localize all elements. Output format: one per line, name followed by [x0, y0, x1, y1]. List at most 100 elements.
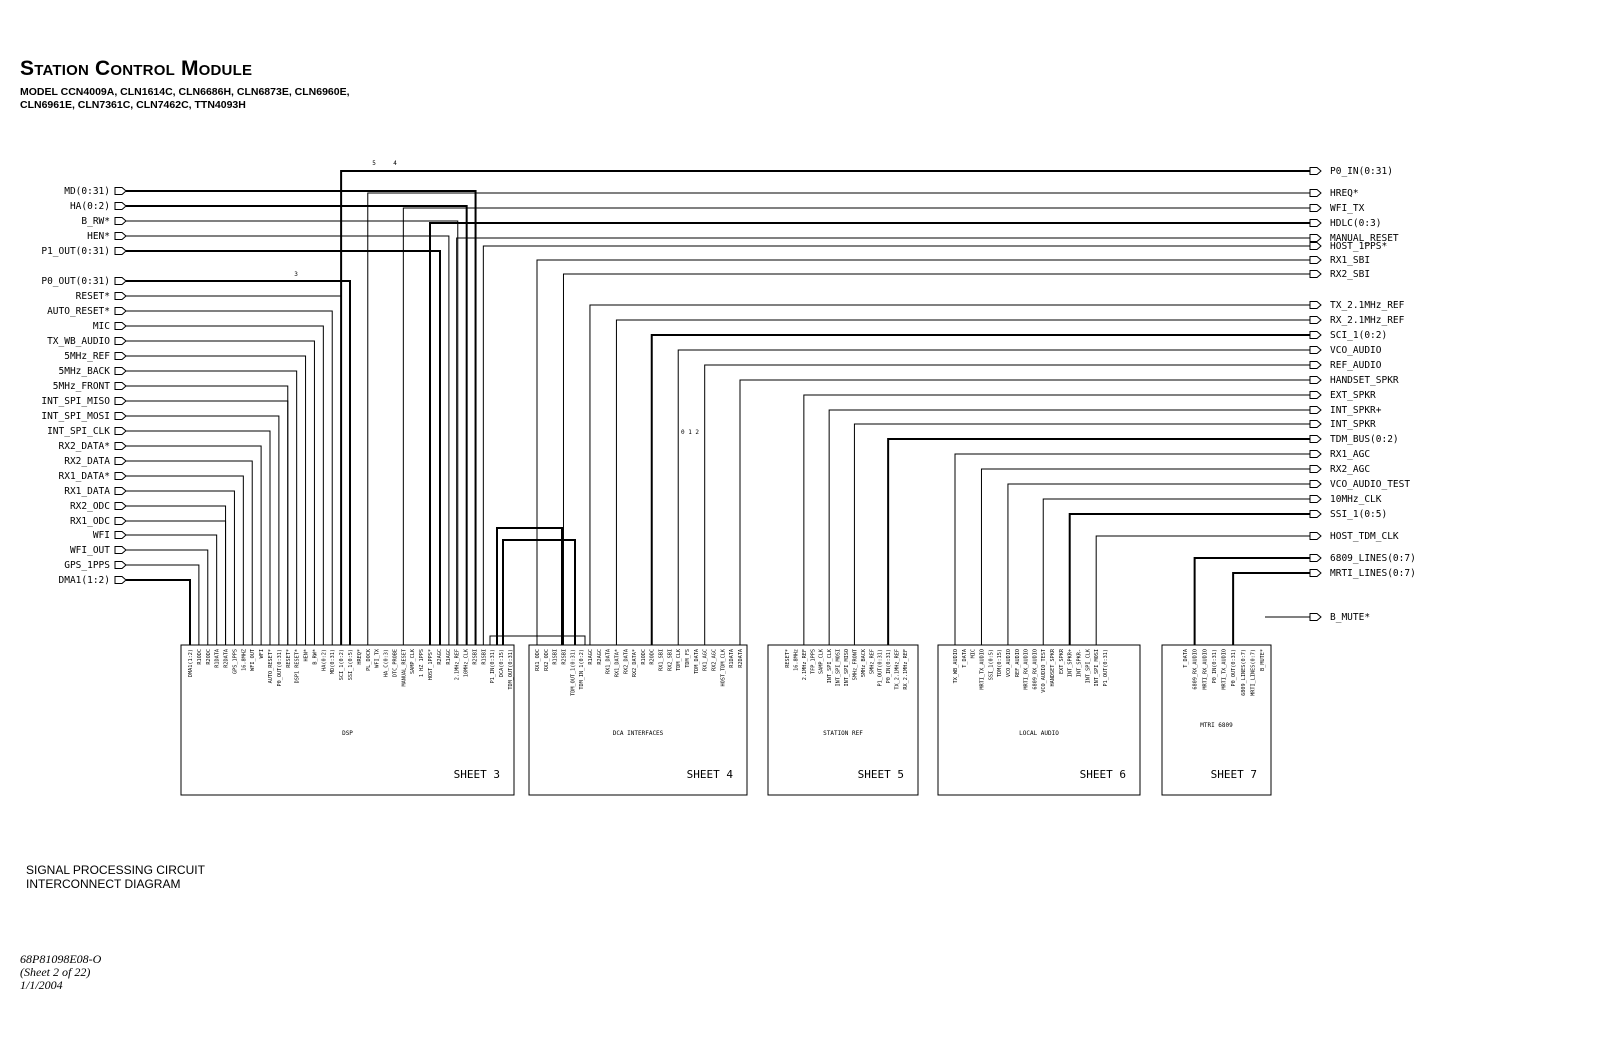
pin-label: HA(0:2): [321, 649, 327, 671]
input-signal-label: RX1_DATA*: [59, 471, 110, 482]
output-signal-label: RX1_AGC: [1330, 449, 1370, 460]
wire-int-spkr-: [828, 409, 1310, 645]
block-dsp: [180, 644, 515, 796]
doc-number: 68P81098E08-O: [20, 952, 102, 966]
pin-label: RX1_AGC: [703, 649, 709, 671]
block-name: DSP: [342, 730, 353, 737]
output-signal-label: INT_SPKR+: [1330, 405, 1382, 416]
output-signal-label: EXT_SPKR: [1330, 390, 1376, 401]
pin-label: PL_DOCK: [366, 648, 372, 671]
pin-label: RX2_AGC: [712, 649, 718, 671]
wire-wfi-out: [126, 549, 209, 645]
output-signal-label: SSI_1(0:5): [1330, 509, 1387, 520]
pin-label: GPS_1PPS: [232, 649, 238, 674]
pin-label: TDM_IN_1(0:2): [579, 649, 585, 690]
pin-label: EXT_SPKR: [1059, 648, 1065, 674]
pin-label: RX2_ODC: [544, 649, 550, 671]
wire-ref-audio: [704, 364, 1310, 645]
wire-p0-in-0-31-: [340, 170, 1310, 645]
block-name: STATION REF: [823, 730, 863, 737]
wire-5mhz-ref: [126, 355, 307, 645]
block-dca-interfaces: [528, 644, 748, 796]
connector-arrow-icon: [114, 397, 127, 405]
pin-label: RX1_DATA*: [614, 649, 620, 677]
pin-label: RX2_DATA: [623, 648, 629, 674]
output-signal-label: MANUAL_RESET: [1330, 233, 1399, 244]
wire-rx-2-1mhz-ref: [615, 319, 1310, 645]
pin-label: HA_C(0:3): [384, 649, 390, 677]
internal-bus: [496, 527, 563, 645]
pin-label: SAMP_CLK: [819, 648, 825, 674]
wire-tdm-bus-0-2-: [887, 438, 1310, 645]
pin-label: 6809_RX_AUDIO: [1193, 649, 1199, 690]
bus-marker: 3: [294, 271, 298, 278]
pin-label: SAMP_CLK: [410, 648, 416, 674]
connector-arrow-icon: [1309, 331, 1322, 339]
connector-arrow-icon: [1309, 480, 1322, 488]
output-signal-label: INT_SPKR: [1330, 419, 1376, 430]
connector-arrow-icon: [1309, 189, 1322, 197]
pin-label: P1_IN(0:31): [490, 649, 496, 683]
output-signal-label: 6809_LINES(0:7): [1330, 553, 1416, 564]
pin-label: R1AGC: [446, 649, 452, 665]
connector-arrow-icon: [1309, 301, 1322, 309]
pin-label: 16.8MHz: [793, 649, 799, 671]
pin-label: HEN*: [304, 649, 310, 662]
pin-label: R2DATA: [738, 648, 744, 668]
pin-label: RX1_ODC: [535, 649, 541, 671]
pin-label: HOST_TDM_CLK: [720, 648, 726, 686]
block-name: LOCAL AUDIO: [1019, 730, 1059, 737]
output-signal-label: 10MHz_CLK: [1330, 494, 1382, 505]
input-signal-label: 5MHz_REF: [64, 351, 110, 362]
connector-arrow-icon: [114, 217, 127, 225]
models-line-2: CLN6961E, CLN7361C, CLN7462C, TTN4093H: [20, 99, 246, 111]
pin-label: RX2_SBI: [667, 649, 673, 671]
pin-label: INT_SPKR-: [1077, 649, 1083, 677]
page-title: Station Control Module: [20, 57, 252, 81]
pin-label: R2AGC: [437, 649, 443, 665]
wire-rx1-sbi: [536, 259, 1310, 645]
input-signal-label: 5MHz_FRONT: [53, 381, 110, 392]
pin-label: WFI: [259, 649, 265, 658]
pin-label: HREQ*: [357, 649, 363, 665]
input-signal-label: MD(0:31): [64, 186, 110, 197]
connector-arrow-icon: [114, 187, 127, 195]
input-signal-label: HA(0:2): [70, 201, 110, 212]
connector-arrow-icon: [114, 232, 127, 240]
pin-label: 2.1MHz_REF: [455, 649, 461, 680]
connector-arrow-icon: [1309, 613, 1322, 621]
pin-label: B_RW*: [312, 649, 318, 665]
pin-label: WFI_OUT: [250, 649, 256, 671]
connector-arrow-icon: [114, 307, 127, 315]
pin-label: R1SBI: [481, 649, 487, 665]
wire-rx2-agc: [980, 468, 1310, 645]
wire-b-rw-: [126, 220, 459, 645]
pin-label: R2SBI: [561, 649, 567, 665]
pin-label: REF_AUDIO: [1015, 649, 1021, 677]
wire-mrti-lines-0-7-: [1232, 572, 1310, 645]
doc-date: 1/1/2004: [20, 978, 63, 992]
pin-label: AUTO_RESET*: [268, 649, 274, 683]
input-signal-label: P1_OUT(0:31): [41, 246, 110, 257]
input-signal-label: DMA1(1:2): [59, 575, 110, 586]
input-signal-label: AUTO_RESET*: [47, 306, 110, 317]
wire-int-spi-clk: [126, 430, 271, 645]
caption-line-1: SIGNAL PROCESSING CIRCUIT: [26, 863, 205, 877]
pin-label: TDM_CLK: [676, 648, 682, 671]
connector-arrow-icon: [114, 247, 127, 255]
pin-label: 10MHz_CLK: [464, 648, 470, 677]
wire-auto-reset-: [126, 310, 333, 645]
output-signal-label: HANDSET_SPKR: [1330, 375, 1399, 386]
connector-arrow-icon: [114, 576, 127, 584]
wire-md-0-31-: [126, 190, 477, 645]
wire-p0-out-0-31-: [126, 280, 351, 645]
pin-label: SCI_1(0:2): [339, 649, 345, 680]
pin-label: TX_WB_AUDIO: [953, 649, 959, 683]
output-signal-label: VCO_AUDIO_TEST: [1330, 479, 1410, 490]
input-signal-label: INT_SPI_MISO: [41, 396, 110, 407]
pin-label: R1ODC: [197, 649, 203, 665]
pin-label: INT_SPI_CLK: [827, 648, 833, 683]
connector-arrow-icon: [114, 427, 127, 435]
pin-label: MRTI_RX_AUDIO: [1024, 649, 1030, 690]
pin-label: P0_IN(0:31): [886, 649, 892, 683]
